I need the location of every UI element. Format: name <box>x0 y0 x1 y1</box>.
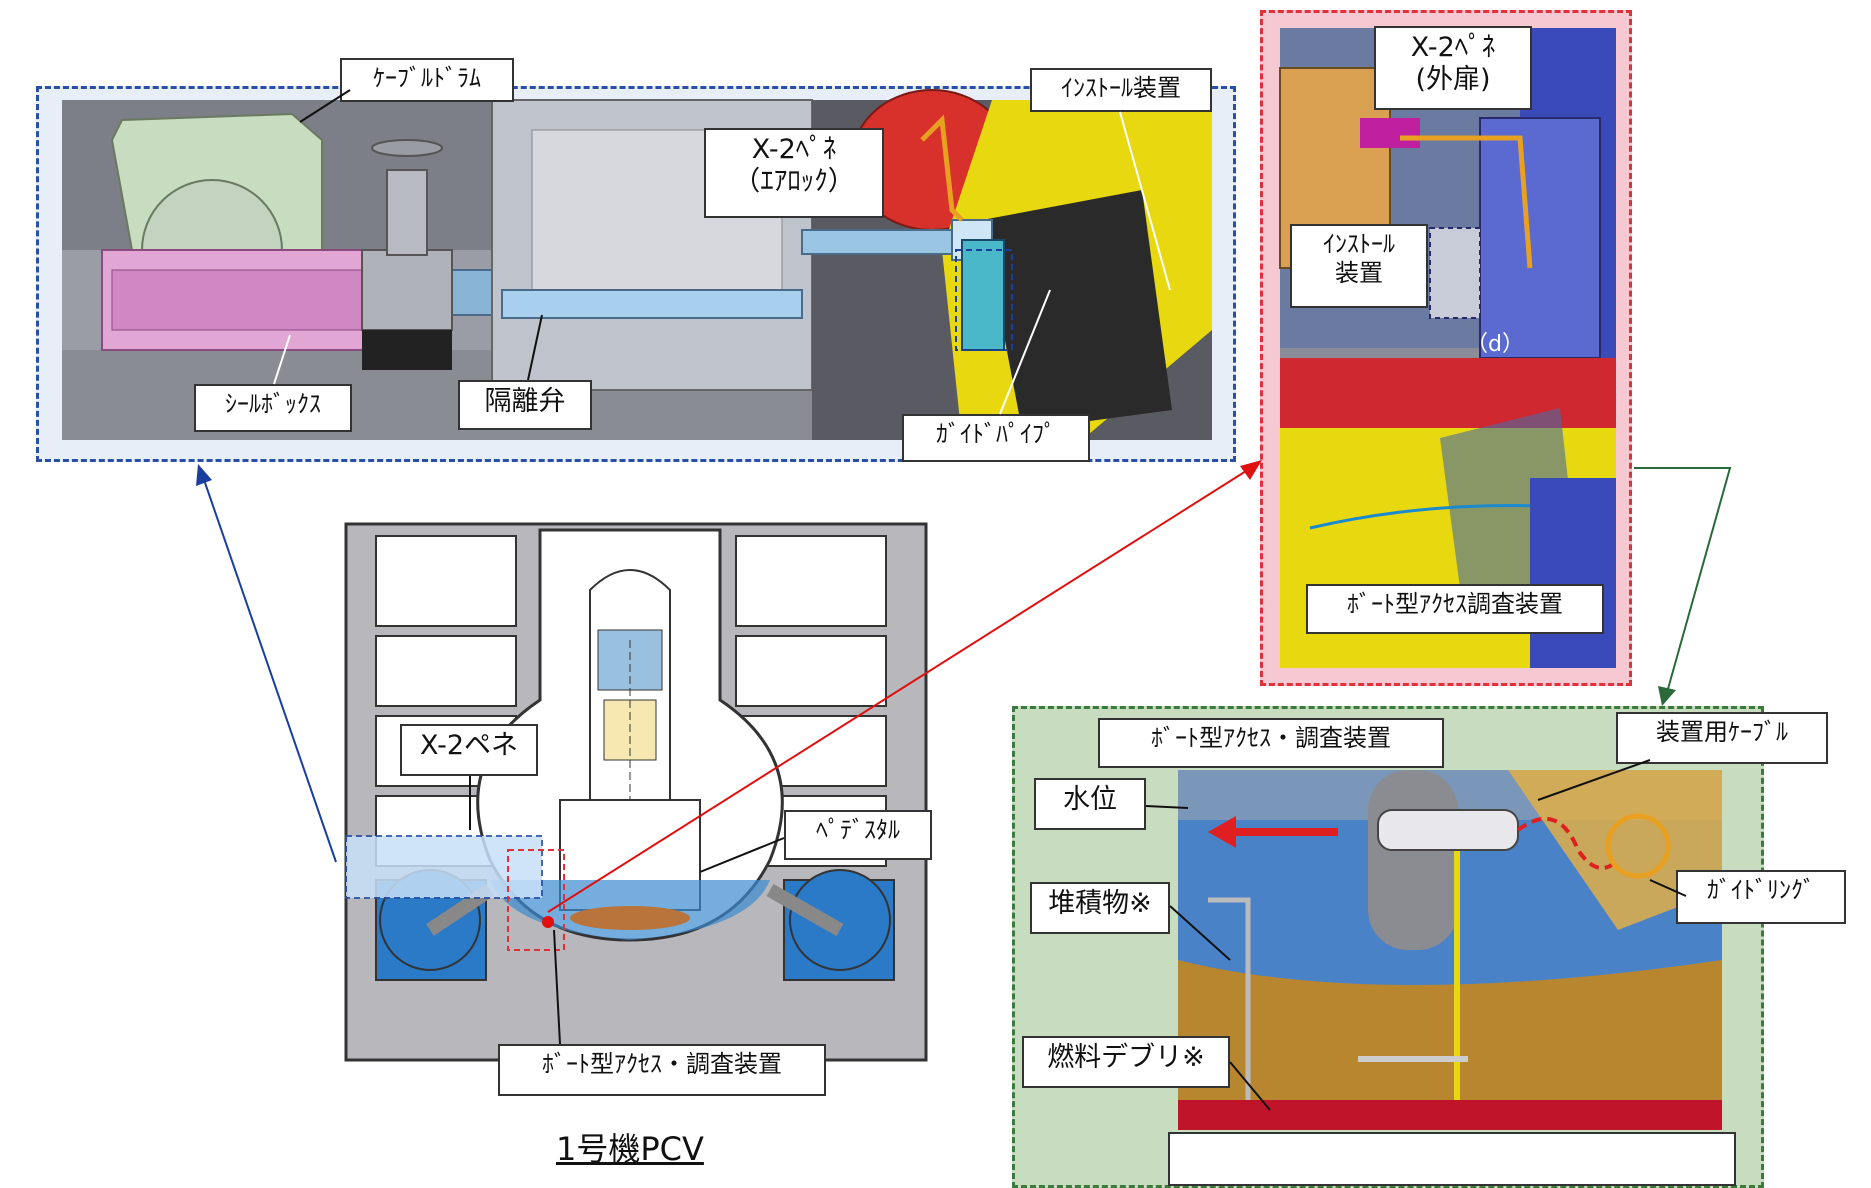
label-cable-drum: ｹｰﾌﾞﾙﾄﾞﾗﾑ <box>340 58 514 102</box>
label-sediment: 堆積物※ <box>1030 882 1170 934</box>
label-install-device: ｲﾝｽﾄｰﾙ装置 <box>1030 68 1212 112</box>
label-x2-airlock: X-2ﾍﾟﾈ （ｴｱﾛｯｸ） <box>704 128 884 218</box>
label-seal-box: ｼｰﾙﾎﾞｯｸｽ <box>194 384 352 432</box>
label-water-level: 水位 <box>1034 778 1146 830</box>
connector-green <box>1634 467 1732 697</box>
label-guide-pipe: ｶﾞｲﾄﾞﾊﾟｲﾌﾟ <box>902 414 1090 462</box>
pcv-caption: 1号機PCV <box>556 1130 704 1168</box>
label-install-device-right-line2: 装置 <box>1335 258 1383 287</box>
marker-d: （d） <box>1466 332 1524 357</box>
connector-red <box>547 465 1255 913</box>
bottom-panel-caption <box>1168 1132 1736 1186</box>
label-device-cable: 装置用ｹｰﾌﾞﾙ <box>1616 712 1828 764</box>
label-x2-outer-door-line1: X-2ﾍﾟﾈ <box>1410 32 1496 63</box>
label-boat-device-bottom: ﾎﾞｰﾄ型ｱｸｾｽ・調査装置 <box>1098 718 1444 768</box>
label-isolation-valve: 隔離弁 <box>458 380 592 430</box>
reactor-vessel-shape <box>589 569 671 900</box>
right-top-detail-illustration <box>1279 28 1616 668</box>
label-x2-pene-pcv: X-2ペネ <box>400 724 538 776</box>
connector-blue <box>201 473 337 863</box>
label-x2-airlock-line2: （ｴｱﾛｯｸ） <box>733 166 855 198</box>
label-fuel-debris: 燃料デブリ※ <box>1022 1036 1230 1088</box>
label-install-device-right: ｲﾝｽﾄｰﾙ 装置 <box>1290 224 1428 308</box>
label-boat-device-right-top: ﾎﾞｰﾄ型ｱｸｾｽ調査装置 <box>1306 584 1604 634</box>
torus-right-shape <box>783 869 895 981</box>
label-guide-ring: ｶﾞｲﾄﾞﾘﾝｸﾞ <box>1676 870 1846 924</box>
pcv-cross-section <box>344 522 928 1062</box>
isolation-valve-shape <box>361 139 453 370</box>
label-boat-device-pcv: ﾎﾞｰﾄ型ｱｸｾｽ・調査装置 <box>498 1044 826 1096</box>
label-pedestal: ﾍﾟﾃﾞｽﾀﾙ <box>784 810 932 860</box>
label-install-device-right-line1: ｲﾝｽﾄｰﾙ <box>1323 230 1395 258</box>
right-bottom-detail-illustration <box>1178 770 1722 1130</box>
label-x2-outer-door: X-2ﾍﾟﾈ (外扉) <box>1374 26 1532 110</box>
label-x2-outer-door-line2: (外扉) <box>1415 64 1491 96</box>
label-x2-airlock-line1: X-2ﾍﾟﾈ <box>751 134 837 165</box>
install-device-shape <box>920 114 1013 351</box>
